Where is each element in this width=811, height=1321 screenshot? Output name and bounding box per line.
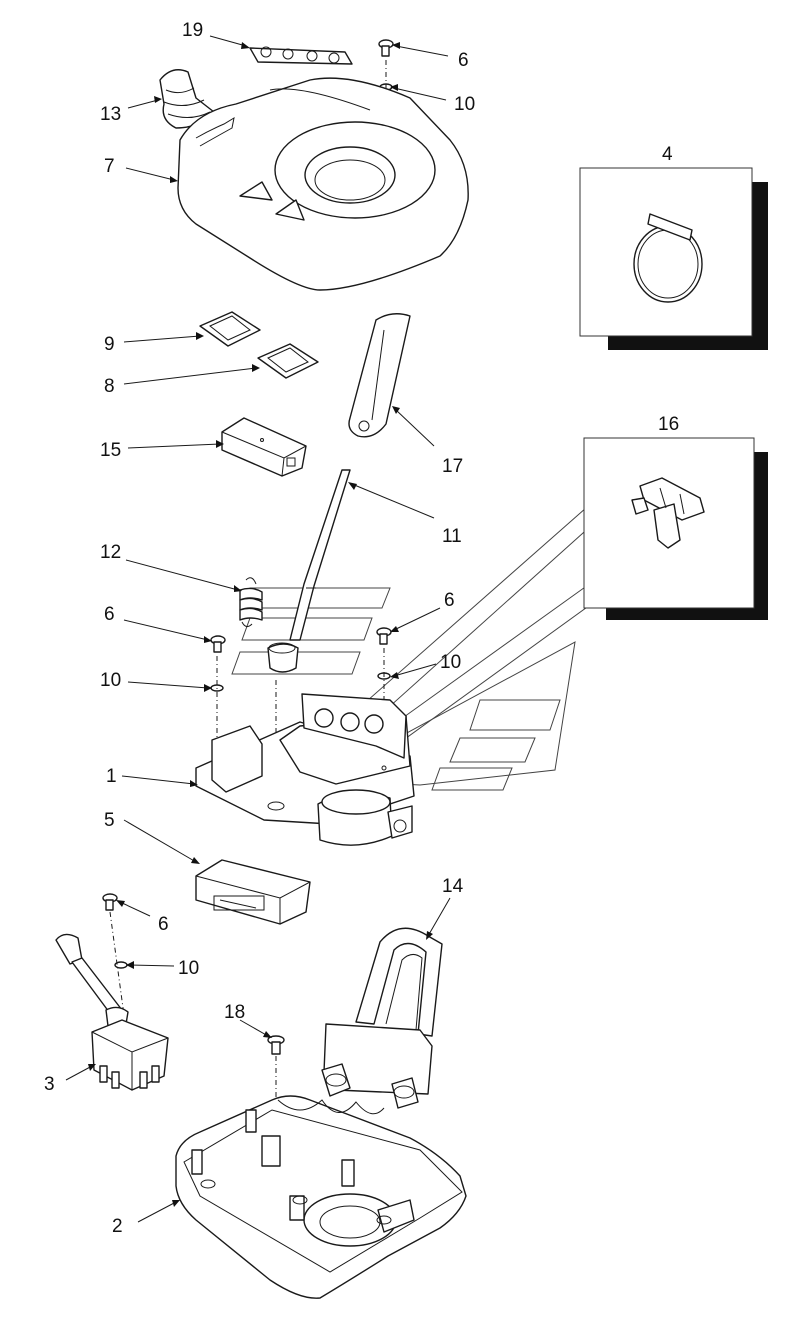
callout-6-switch: 6 [158,914,169,935]
part-5-module [195,859,311,925]
part-9-pad [199,311,261,347]
part-6-switch-screw [102,893,118,911]
callout-4: 4 [662,144,673,165]
callout-1: 1 [106,766,117,787]
callout-9: 9 [104,334,115,355]
callout-labels: 19 6 10 13 7 4 9 8 17 16 15 11 12 6 6 10… [44,20,679,1237]
part-6-right-screw [376,627,392,645]
callout-18: 18 [224,1002,245,1023]
callout-13: 13 [100,104,121,125]
callout-10-right: 10 [440,652,461,673]
callout-10-switch: 10 [178,958,199,979]
part-8-pad [257,343,319,379]
part-18-screw [267,1035,285,1055]
callout-8: 8 [104,376,115,397]
part-1-base-plate [195,693,415,846]
part-11-lever-rod [267,469,351,673]
part-12-spring [239,577,263,628]
callout-2: 2 [112,1216,123,1237]
callout-11: 11 [442,526,462,547]
callout-12: 12 [100,542,121,563]
callout-19: 19 [182,20,203,41]
part-19-label-strip [249,46,353,65]
leader-lines [65,35,451,1223]
part-4-box [579,167,768,350]
callout-10-top: 10 [454,94,475,115]
part-6-left-screw [210,635,226,653]
part-16-box [583,437,768,620]
part-6-top-screw [378,39,394,57]
part-3-toggle-switch [55,933,169,1091]
part-7-top-housing [177,77,469,291]
callout-15: 15 [100,440,121,461]
callout-14: 14 [442,876,464,897]
callout-3: 3 [44,1074,55,1095]
part-17-handle-knob [348,313,411,438]
callout-16: 16 [658,414,679,435]
callout-7: 7 [104,156,115,177]
callout-17: 17 [442,456,463,477]
callout-6-left: 6 [104,604,115,625]
part-15-block [221,417,307,477]
callout-5: 5 [104,810,115,831]
part-2-bottom-housing [175,1095,467,1299]
callout-10-left: 10 [100,670,121,691]
callout-6-top: 6 [458,50,469,71]
callout-6-right: 6 [444,590,455,611]
part-14-bracket [321,927,443,1109]
